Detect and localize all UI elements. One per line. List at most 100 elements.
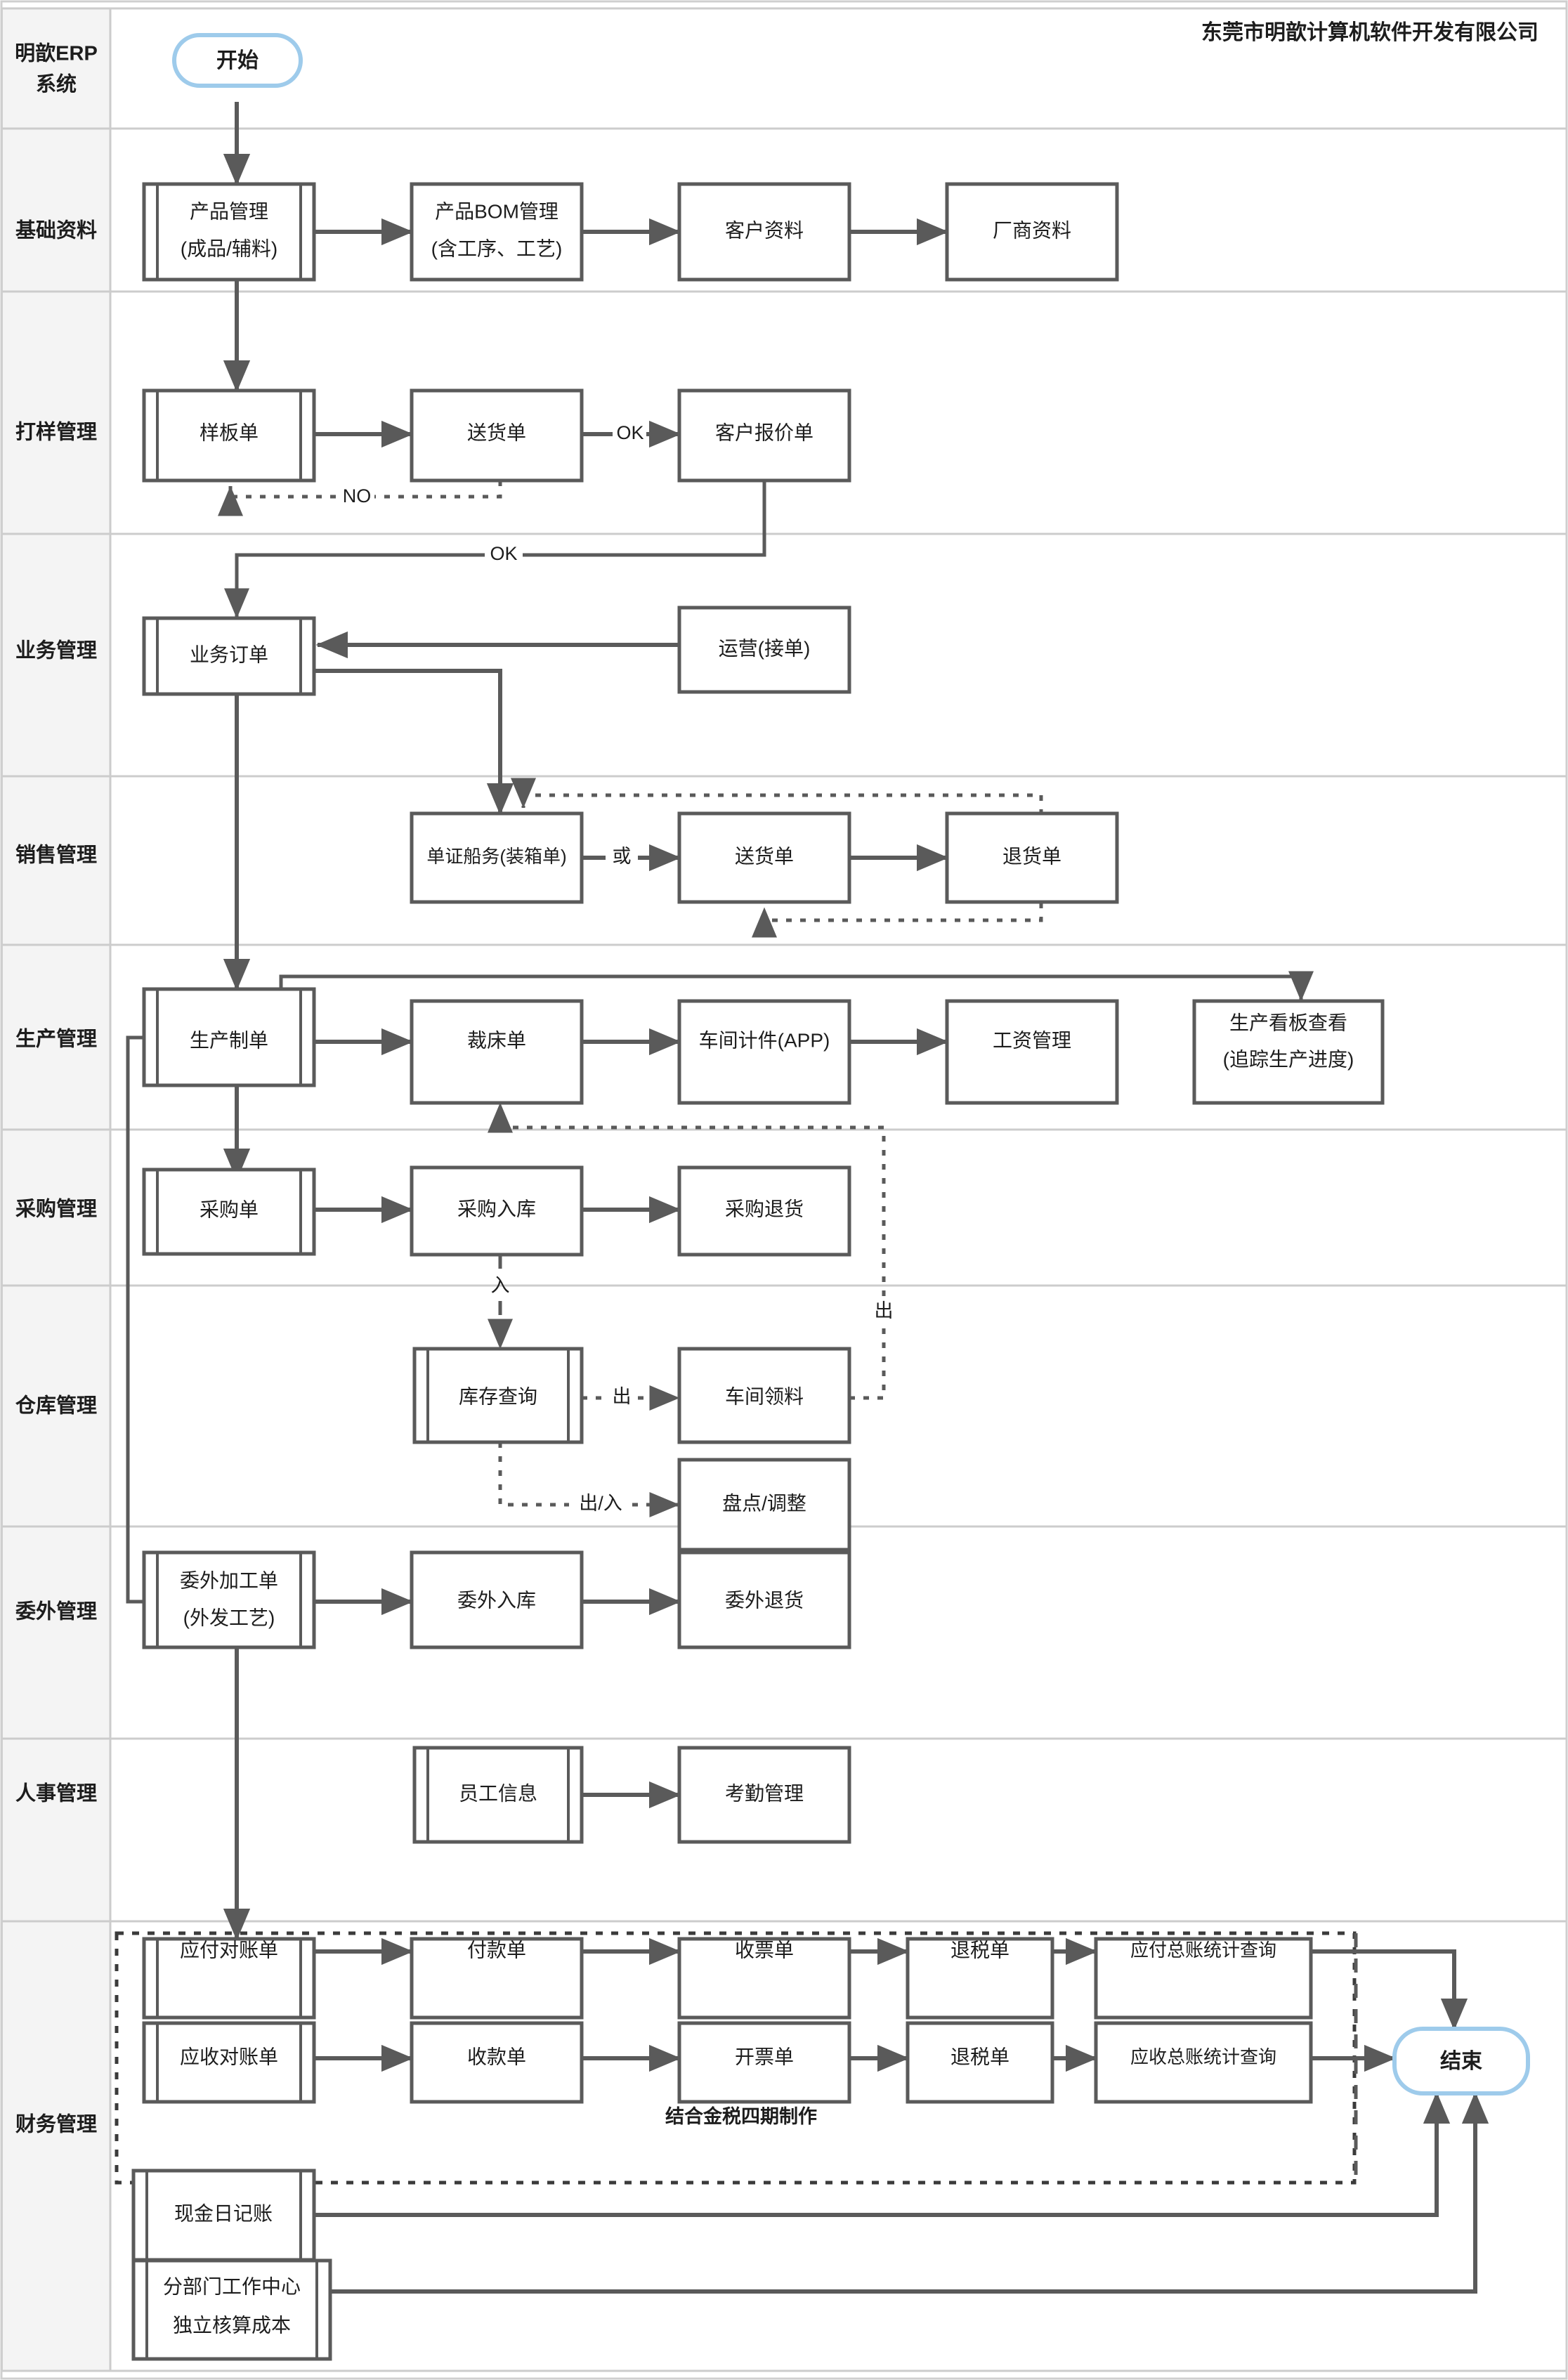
node-customer-info[interactable]: 客户资料 xyxy=(677,182,851,282)
lane-separators xyxy=(2,7,1566,2372)
node-vendor-info[interactable]: 厂商资料 xyxy=(945,182,1119,282)
node-outsource-return[interactable]: 委外退货 xyxy=(677,1550,851,1649)
purchase-order-shape xyxy=(142,1168,316,1256)
edge-label-out-1: 出 xyxy=(613,1386,632,1407)
product-management-shape xyxy=(142,182,316,282)
product-bom-shape xyxy=(410,182,584,282)
node-issue-invoice[interactable]: 开票单 xyxy=(677,2021,851,2104)
node-tax-refund-1[interactable]: 退税单 xyxy=(906,1937,1054,2020)
edge-return-to-delivery-dashed xyxy=(752,903,1043,938)
lane-bg-production xyxy=(1,944,111,1130)
node-production-order[interactable]: 生产制单 xyxy=(142,987,316,1087)
node-production-kanban[interactable]: 生产看板查看 (追踪生产进度) xyxy=(1192,999,1385,1105)
delivery-note-sales-label: 送货单 xyxy=(735,845,794,867)
node-ap-ledger-query[interactable]: 应付总账统计查询 xyxy=(1094,1937,1313,2020)
customer-quote-shape xyxy=(677,388,851,483)
vendor-info-shape xyxy=(945,182,1119,282)
purchase-return-shape xyxy=(677,1165,851,1257)
node-end[interactable]: 结束 xyxy=(1392,2027,1530,2095)
operation-take-order-label: 运营(接单) xyxy=(719,637,811,659)
node-employee-info[interactable]: 员工信息 xyxy=(412,1746,584,1844)
golden-tax-note: 结合金税四期制作 xyxy=(665,2105,817,2127)
outsource-order-label-1: 委外加工单 xyxy=(180,1569,278,1591)
tax-refund-2-label: 退税单 xyxy=(950,2046,1010,2067)
node-doc-shipping[interactable]: 单证船务(装箱单) xyxy=(410,811,584,904)
lane-bg-warehouse xyxy=(1,1285,111,1527)
node-purchase-order[interactable]: 采购单 xyxy=(142,1168,316,1256)
product-management-label-2: (成品/辅料) xyxy=(181,237,277,259)
outsource-in-shape xyxy=(410,1550,584,1649)
dept-work-center-shape xyxy=(131,2258,332,2361)
attendance-management-shape xyxy=(677,1746,851,1844)
production-order-shape xyxy=(142,987,316,1087)
node-stock-query[interactable]: 库存查询 xyxy=(412,1347,584,1444)
employee-info-label: 员工信息 xyxy=(459,1782,537,1804)
node-purchase-return[interactable]: 采购退货 xyxy=(677,1165,851,1257)
doc-shipping-shape xyxy=(410,811,584,904)
node-ar-statement[interactable]: 应收对账单 xyxy=(142,2021,316,2104)
customer-info-label: 客户资料 xyxy=(725,219,804,241)
edge-label-ok-1: OK xyxy=(616,422,643,443)
lane-label-sales: 销售管理 xyxy=(15,843,97,867)
outsource-order-shape xyxy=(142,1550,316,1649)
edge-apledger-to-end xyxy=(1311,1949,1468,2031)
delivery-note-sampling-label: 送货单 xyxy=(467,421,526,443)
delivery-note-sampling-shape xyxy=(410,388,584,483)
edge-cash-to-end xyxy=(314,2091,1451,2217)
node-cash-journal[interactable]: 现金日记账 xyxy=(131,2169,316,2262)
ar-statement-label: 应收对账单 xyxy=(180,2046,278,2067)
node-dept-work-center[interactable]: 分部门工作中心 独立核算成本 xyxy=(131,2258,332,2361)
node-outsource-order[interactable]: 委外加工单 (外发工艺) xyxy=(142,1550,316,1649)
ap-ledger-query-shape xyxy=(1094,1937,1313,2020)
node-outsource-in[interactable]: 委外入库 xyxy=(410,1550,584,1649)
node-ap-statement[interactable]: 应付对账单 xyxy=(142,1937,316,2020)
node-customer-quote[interactable]: 客户报价单 xyxy=(677,388,851,483)
node-tax-refund-2[interactable]: 退税单 xyxy=(906,2021,1054,2104)
workshop-picking-shape xyxy=(677,1347,851,1444)
node-business-order[interactable]: 业务订单 xyxy=(142,616,316,696)
node-return-note[interactable]: 退货单 xyxy=(945,811,1119,904)
node-stocktake-adjust[interactable]: 盘点/调整 xyxy=(677,1458,851,1552)
node-product-management[interactable]: 产品管理 (成品/辅料) xyxy=(142,182,316,282)
node-start[interactable]: 开始 xyxy=(172,33,303,88)
node-workshop-piecework[interactable]: 车间计件(APP) xyxy=(677,999,851,1105)
node-receipt-invoice[interactable]: 收票单 xyxy=(677,1937,851,2020)
return-note-label: 退货单 xyxy=(1002,845,1061,867)
lane-bg-base xyxy=(1,128,111,292)
operation-take-order-shape xyxy=(677,606,851,694)
product-bom-label-2: (含工序、工艺) xyxy=(431,237,563,259)
node-cutting-order[interactable]: 裁床单 xyxy=(410,999,584,1105)
production-order-label: 生产制单 xyxy=(190,1029,268,1051)
node-workshop-picking[interactable]: 车间领料 xyxy=(677,1347,851,1444)
node-delivery-note-sampling[interactable]: 送货单 xyxy=(410,388,584,483)
lane-label-erp-line1: 明歆ERP xyxy=(15,42,98,65)
node-payment-note[interactable]: 付款单 xyxy=(410,1937,584,2020)
lane-label-base: 基础资料 xyxy=(15,219,97,242)
edge-label-or: 或 xyxy=(613,846,632,867)
node-sample-order[interactable]: 样板单 xyxy=(142,388,316,483)
cash-journal-label: 现金日记账 xyxy=(174,2202,273,2224)
lane-bg-finance xyxy=(1,1921,111,2372)
lane-label-finance: 财务管理 xyxy=(15,2112,97,2136)
edge-label-in: 入 xyxy=(491,1275,510,1296)
stocktake-adjust-label: 盘点/调整 xyxy=(722,1492,806,1514)
edge-label-no: NO xyxy=(343,485,372,506)
node-attendance-management[interactable]: 考勤管理 xyxy=(677,1746,851,1844)
node-delivery-note-sales[interactable]: 送货单 xyxy=(677,811,851,904)
edge-label-out-in: 出/入 xyxy=(579,1493,622,1514)
lane-label-erp-line2: 系统 xyxy=(36,72,77,96)
workshop-picking-label: 车间领料 xyxy=(725,1385,804,1407)
node-purchase-in[interactable]: 采购入库 xyxy=(410,1165,584,1257)
node-product-bom[interactable]: 产品BOM管理 (含工序、工艺) xyxy=(410,182,584,282)
end-label: 结束 xyxy=(1440,2050,1482,2073)
node-ar-ledger-query[interactable]: 应收总账统计查询 xyxy=(1094,2021,1313,2104)
node-receipt-note[interactable]: 收款单 xyxy=(410,2021,584,2104)
attendance-management-label: 考勤管理 xyxy=(725,1782,804,1804)
product-bom-label-1: 产品BOM管理 xyxy=(435,200,558,222)
edge-deptcenter-to-end xyxy=(330,2091,1489,2294)
node-operation-take-order[interactable]: 运营(接单) xyxy=(677,606,851,694)
node-salary-management[interactable]: 工资管理 xyxy=(945,999,1119,1105)
receipt-invoice-shape xyxy=(677,1937,851,2020)
lane-label-hr: 人事管理 xyxy=(15,1781,97,1805)
